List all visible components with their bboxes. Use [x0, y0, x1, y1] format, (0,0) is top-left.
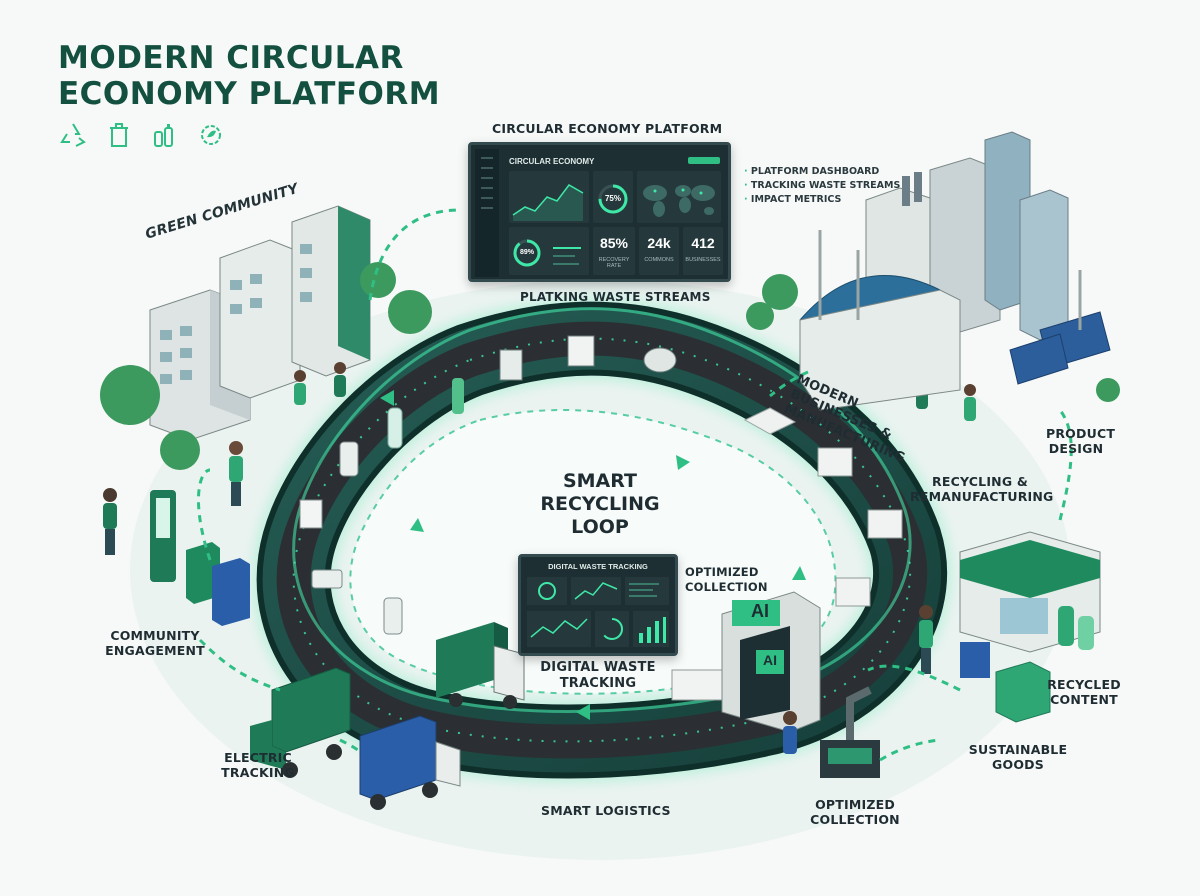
label-community-engagement: COMMUNITY ENGAGEMENT	[105, 628, 205, 658]
recycle-bin-icon	[110, 123, 128, 147]
ai-gate-label-inner: AI	[763, 652, 777, 668]
small-dashboard-charts	[527, 577, 669, 647]
ring2-value: 89%	[519, 249, 534, 256]
title-icon-row	[58, 120, 226, 150]
bottles-icon	[154, 124, 173, 147]
flow-arrows	[197, 208, 1073, 762]
world-map-panel	[637, 171, 721, 223]
stat-3-value: 412	[691, 235, 715, 251]
electric-trucks	[250, 667, 461, 810]
stat-3-label: BUSINESSES	[685, 257, 721, 263]
loop-title-line-3: LOOP	[571, 516, 629, 538]
loop-title-line-1: SMART	[562, 470, 638, 492]
stat-2-value: 24k	[647, 235, 671, 251]
dashboard-nav	[475, 149, 499, 277]
recycle-icon	[60, 123, 86, 147]
stat-1-value: 85%	[599, 235, 629, 251]
ai-gate-label-top: AI	[751, 601, 769, 621]
ai-gate	[721, 591, 821, 733]
store-and-goods	[959, 531, 1101, 723]
world-map-icon	[643, 185, 715, 217]
green-community-city	[100, 205, 432, 470]
dashboard-side-notes: PLATFORM DASHBOARD TRACKING WASTE STREAM…	[744, 165, 900, 207]
digital-waste-tracking-dashboard: DIGITAL WASTE TRACKING	[518, 554, 678, 656]
label-sustainable-goods: SUSTAINABLE GOODS	[968, 742, 1068, 772]
stat-panel-2: 24k COMMONS	[639, 227, 679, 275]
ring2-panel: 89%	[509, 227, 589, 275]
label-recycled-content: RECYCLED CONTENT	[1047, 677, 1121, 707]
page-title-line-1: MODERN CIRCULAR	[58, 40, 404, 76]
loop-truck	[436, 622, 525, 709]
trend-panel	[509, 171, 589, 223]
community-kiosk-bins	[150, 490, 250, 626]
ring-chart	[598, 184, 628, 214]
label-product-design: PRODUCT DESIGN	[1046, 426, 1116, 456]
small-dashboard-header: DIGITAL WASTE TRACKING	[548, 562, 648, 571]
gear-leaf-icon	[201, 125, 221, 145]
label-digital-waste-tracking: DIGITAL WASTE TRACKING	[540, 660, 656, 691]
trend-chart	[512, 184, 584, 221]
side-note-3: IMPACT METRICS	[744, 193, 900, 207]
track-items	[299, 335, 903, 701]
ring2-chart	[513, 239, 541, 267]
label-smart-logistics: SMART LOGISTICS	[541, 803, 671, 818]
stat-1-label: RECOVERY RATE	[598, 257, 630, 269]
factory-and-city	[746, 131, 1120, 411]
stat-panel-1: 85% RECOVERY RATE	[593, 227, 635, 275]
page-title: MODERN CIRCULAR ECONOMY PLATFORM	[58, 40, 478, 112]
stat-2-label: COMMONS	[644, 257, 674, 263]
loop-arrows	[380, 390, 806, 720]
label-electric-tracking: ELECTRIC TRACKING	[221, 750, 295, 780]
ring-panel: 75%	[593, 171, 633, 223]
ring-value: 75%	[604, 194, 621, 203]
side-note-1: PLATFORM DASHBOARD	[744, 165, 900, 179]
side-note-2: TRACKING WASTE STREAMS	[744, 179, 900, 193]
dashboard-header: CIRCULAR ECONOMY	[509, 157, 595, 166]
dashboard-caption: CIRCULAR ECONOMY PLATFORM	[492, 121, 723, 136]
dashboard-bottom-caption: PLATKING WASTE STREAMS	[520, 290, 711, 304]
page-title-line-2: ECONOMY PLATFORM	[58, 76, 441, 112]
smart-recycling-loop-title: SMART RECYCLING LOOP	[510, 470, 690, 539]
stat-panel-3: 412 BUSINESSES	[683, 227, 723, 275]
label-recycling-remanufacturing: RECYCLING & REMANUFACTURING	[910, 474, 1054, 504]
dashboard-action-button	[688, 157, 720, 164]
label-optimized-collection-center: OPTIMIZED COLLECTION	[685, 565, 768, 594]
robot-arm	[820, 686, 880, 778]
platform-dashboard: CIRCULAR ECONOMY 75%	[468, 142, 731, 282]
label-optimized-collection-bottom: OPTIMIZED COLLECTION	[810, 797, 900, 827]
loop-title-line-2: RECYCLING	[540, 493, 660, 515]
